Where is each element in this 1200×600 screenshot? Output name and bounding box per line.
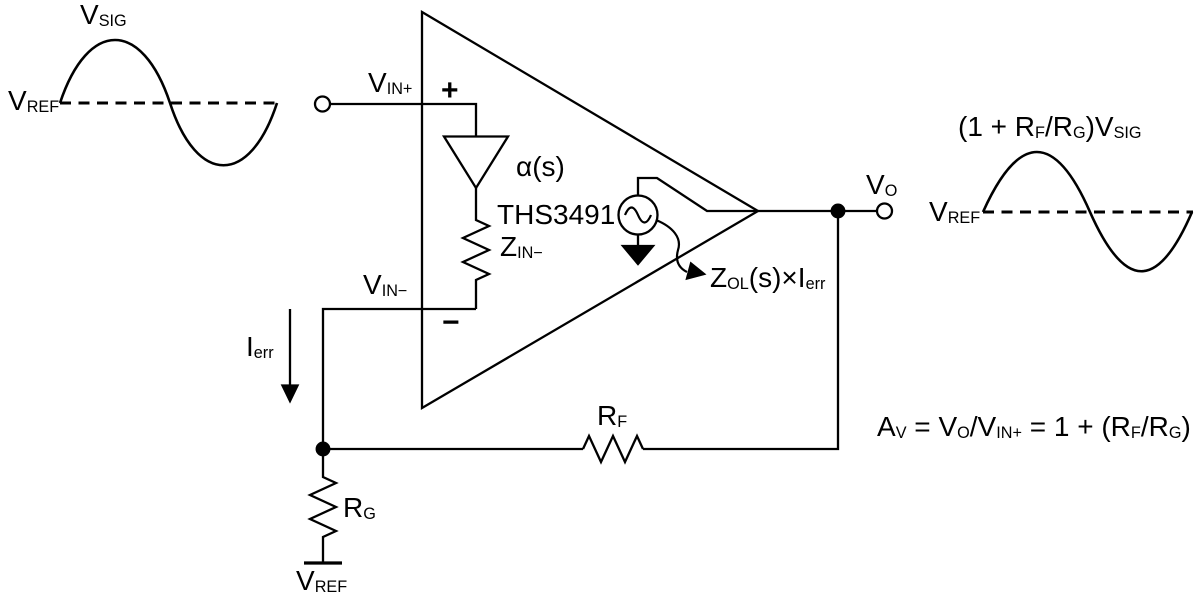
current-source (617, 176, 758, 266)
source-sine-glyph (623, 206, 653, 224)
noninverting-input (313, 95, 478, 136)
rf-resistor (581, 433, 645, 465)
sine-curve (58, 38, 279, 167)
opamp-triangle (420, 9, 761, 411)
label-output-wave: (1 + RF/RG)VSIG (958, 111, 1142, 142)
label-i-err: Ierr (246, 331, 274, 362)
label-r-g: RG (343, 492, 376, 523)
zin-resistor (460, 188, 492, 309)
label-v-in-plus: VIN+ (368, 67, 413, 98)
gain-equation: AV = VO/VIN+ = 1 + (RF/RG) (877, 411, 1191, 442)
label-v-ref-right: VREF (929, 196, 981, 227)
output-waveform (981, 150, 1194, 273)
source-top-wire (636, 176, 758, 213)
zin-resistor-body (460, 188, 492, 309)
buffer-triangle (441, 135, 511, 191)
minus-input-sign: − (442, 306, 460, 339)
vin-plus-wire (330, 102, 478, 136)
rg-resistor (307, 455, 339, 563)
input-waveform (58, 38, 280, 167)
vin-minus-wire (321, 307, 476, 449)
label-v-in-minus: VIN− (363, 269, 408, 300)
feedback-wire-right (643, 211, 840, 451)
label-r-f: RF (597, 400, 628, 431)
label-alpha: α(s) (516, 151, 565, 182)
label-v-ref-bottom: VREF (296, 565, 348, 596)
feedback-network (304, 211, 840, 565)
label-v-o: VO (866, 169, 898, 200)
sine-curve-right (981, 150, 1194, 273)
ierr-arrow (280, 309, 300, 404)
label-v-ref-left: VREF (8, 85, 60, 116)
output-terminal (875, 202, 894, 220)
label-v-sig: VSIG (80, 0, 127, 30)
plus-input-sign: + (441, 74, 459, 107)
source-down-arrowhead (620, 244, 656, 266)
zol-pointer-arrow (655, 218, 707, 281)
output-network (758, 202, 894, 220)
label-z-in: ZIN− (500, 231, 543, 262)
zol-arrowhead (685, 261, 707, 281)
input-terminal (313, 95, 332, 113)
label-z-ol: ZOL(s)×Ierr (710, 262, 826, 293)
ierr-arrowhead (280, 384, 300, 404)
output-junction-dot (830, 203, 846, 219)
label-part-number: THS3491 (497, 199, 616, 230)
